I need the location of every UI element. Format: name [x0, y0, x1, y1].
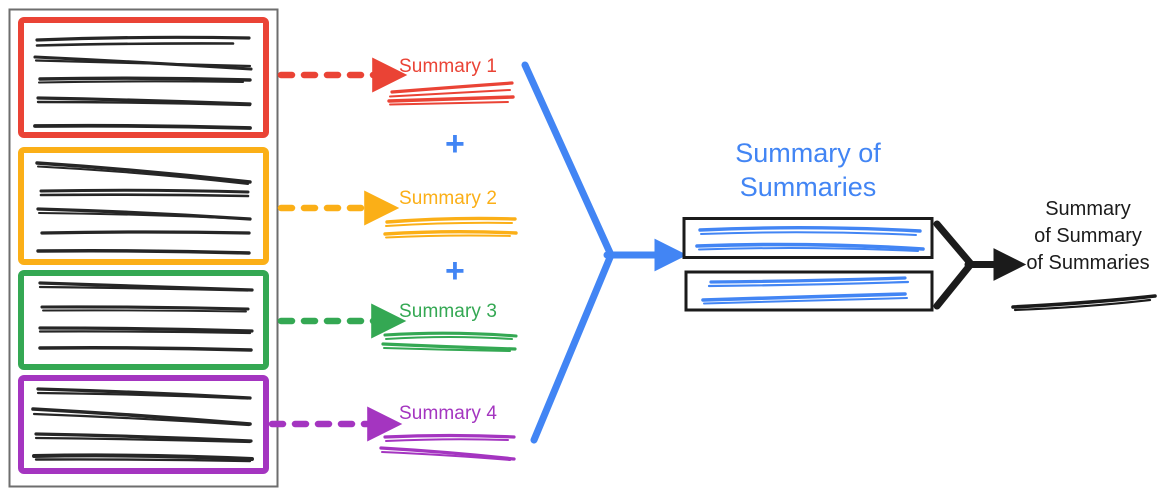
final-output-scribble — [1011, 294, 1157, 312]
sos-box-2-scribble — [701, 276, 910, 305]
summary-4-scribble — [379, 433, 516, 461]
summary-scribbles — [379, 81, 518, 461]
sos-box-1-scribble — [695, 226, 925, 252]
final-heading-line-2: of Summary — [1034, 225, 1142, 247]
doc-green — [18, 270, 269, 370]
sos-heading: Summary of Summaries — [683, 136, 933, 204]
final-output-heading: Summary of Summary of Summaries — [1013, 196, 1163, 277]
doc-red — [18, 17, 269, 138]
summary-2-scribble — [383, 216, 518, 239]
final-heading-line-1: Summary — [1045, 198, 1131, 220]
summary-1-label: Summary 1 — [399, 56, 498, 77]
doc-green-text-lines — [38, 281, 254, 352]
summary-3-label: Summary 3 — [399, 301, 498, 322]
doc-to-summary-arrows — [268, 57, 408, 442]
source-corpus-container — [8, 8, 279, 488]
sos-heading-line-2: Summaries — [739, 172, 877, 202]
plus-operator-2: + — [445, 252, 465, 290]
summary-4-label: Summary 4 — [399, 403, 498, 424]
sos-heading-line-1: Summary of — [735, 138, 881, 168]
doc-orange — [18, 147, 269, 265]
summaries-to-sos-arrow — [521, 61, 688, 444]
doc-orange-text-lines — [35, 161, 252, 255]
summary-1-scribble — [387, 81, 515, 106]
doc-purple-text-lines — [31, 387, 254, 463]
doc-red-text-lines — [33, 35, 253, 130]
final-heading-line-3: of Summaries — [1026, 252, 1150, 274]
summary-2-label: Summary 2 — [399, 188, 498, 209]
summary-3-scribble — [381, 331, 518, 352]
sos-boxes — [682, 217, 934, 312]
sos-box-1 — [682, 217, 934, 259]
plus-operator-1: + — [445, 125, 465, 163]
doc-purple — [18, 375, 269, 474]
sos-to-final-arrow — [933, 220, 1027, 310]
